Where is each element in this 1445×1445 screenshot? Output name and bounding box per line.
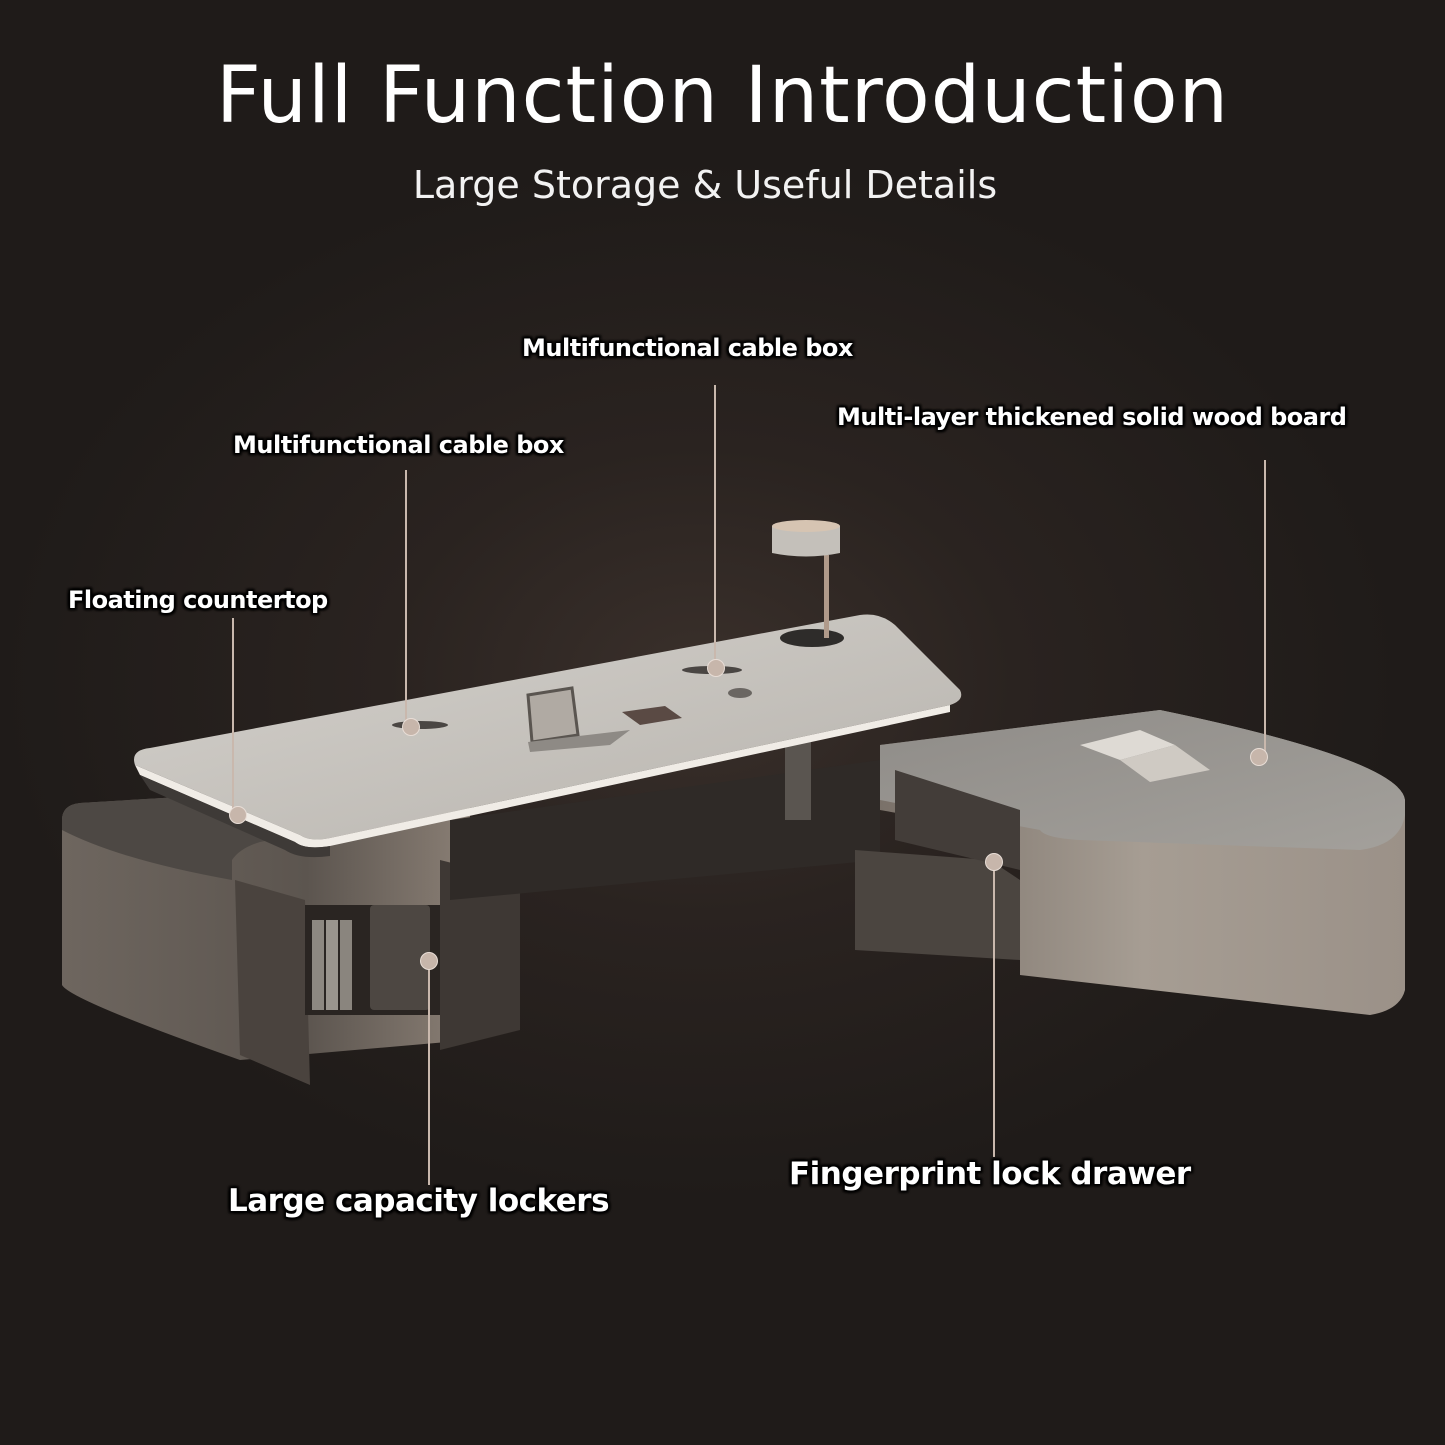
label-cable-box-center: Multifunctional cable box (522, 334, 853, 362)
leader-line-cable-box-left (405, 470, 407, 725)
leader-line-cable-box-center (714, 385, 716, 667)
label-cable-box-left: Multifunctional cable box (233, 431, 564, 459)
callout-dot-fingerprint-drawer[interactable] (985, 853, 1003, 871)
leader-line-wood-board (1264, 460, 1266, 755)
callout-dot-floating-countertop[interactable] (229, 806, 247, 824)
callout-dot-cable-box-center[interactable] (707, 659, 725, 677)
label-lockers: Large capacity lockers (228, 1183, 610, 1219)
locker-door-left (235, 880, 310, 1085)
page-title: Full Function Introduction (215, 51, 1230, 141)
leader-line-fingerprint-drawer (993, 862, 995, 1157)
callout-dot-lockers[interactable] (420, 952, 438, 970)
lamp-base (780, 629, 844, 647)
leader-line-lockers (428, 960, 430, 1185)
label-wood-board: Multi-layer thickened solid wood board (837, 403, 1347, 431)
page-subtitle: Large Storage & Useful Details (412, 163, 998, 207)
label-floating-countertop: Floating countertop (68, 586, 328, 614)
leader-line-floating-countertop (232, 618, 234, 813)
callout-dot-cable-box-left[interactable] (402, 718, 420, 736)
fingerprint-drawer-box (855, 850, 1020, 960)
callout-dot-wood-board[interactable] (1250, 748, 1268, 766)
lamp-shade (772, 526, 840, 557)
label-fingerprint-drawer: Fingerprint lock drawer (789, 1156, 1191, 1192)
locker-door-right (440, 860, 520, 1050)
